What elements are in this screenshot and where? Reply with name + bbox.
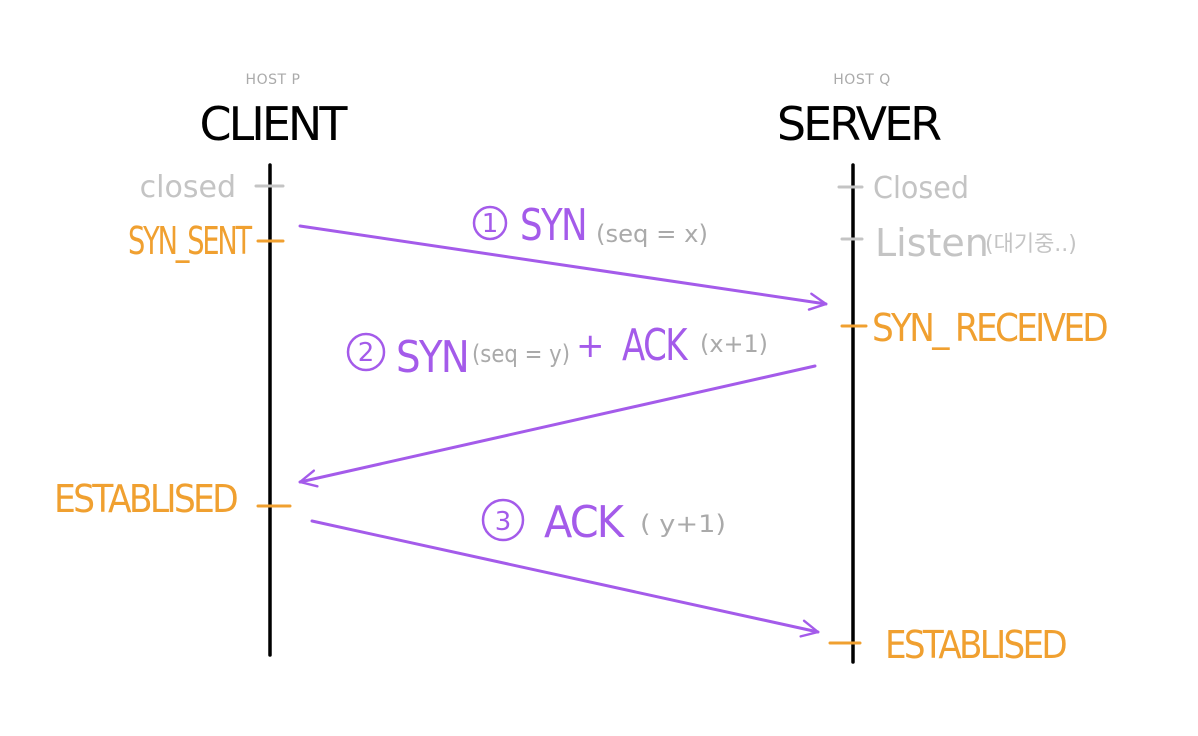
step-3-number: 3 [495,507,512,537]
server-state-syn-received: SYN_ RECEIVED [872,306,1108,350]
server-host-label: HOST Q [833,72,890,88]
message-2-param: (seq = y) [472,340,570,368]
step-1-circle [472,205,508,241]
client-state-established: ESTABLISED [54,477,238,521]
message-2-param-ack: (x+1) [700,330,768,358]
message-1-name: SYN [520,200,586,251]
message-3-name: ACK [544,497,625,548]
message-2-name: SYN [396,332,468,383]
client-state-closed: closed [140,170,236,205]
step-1-number: 1 [482,209,499,239]
server-state-established: ESTABLISED [885,623,1067,667]
syn-ack-arrow [298,364,817,488]
server-state-listen: Listen [875,221,989,265]
message-3-param: ( y+1) [640,510,726,538]
message-2-plus: + [576,326,603,366]
server-title: SERVER [777,97,941,151]
message-2-label: 2 SYN (seq = y) + ACK (x+1) [346,320,768,383]
message-1-label: 1 SYN (seq = x) [472,200,708,251]
message-3-label: 3 ACK ( y+1) [481,497,726,548]
client-state-syn-sent: SYN_SENT [128,219,253,263]
syn-arrow [298,224,828,311]
step-2-number: 2 [358,338,375,368]
step-2-circle [346,332,386,372]
server-state-closed: Closed [873,171,969,206]
ack-arrow [310,519,820,638]
server-state-listen-note: (대기중..) [985,232,1077,257]
client-host-label: HOST P [246,72,301,88]
step-3-circle [481,498,525,542]
message-1-param: (seq = x) [596,220,708,248]
message-2-name-ack: ACK [622,320,688,371]
client-title: CLIENT [200,97,349,151]
